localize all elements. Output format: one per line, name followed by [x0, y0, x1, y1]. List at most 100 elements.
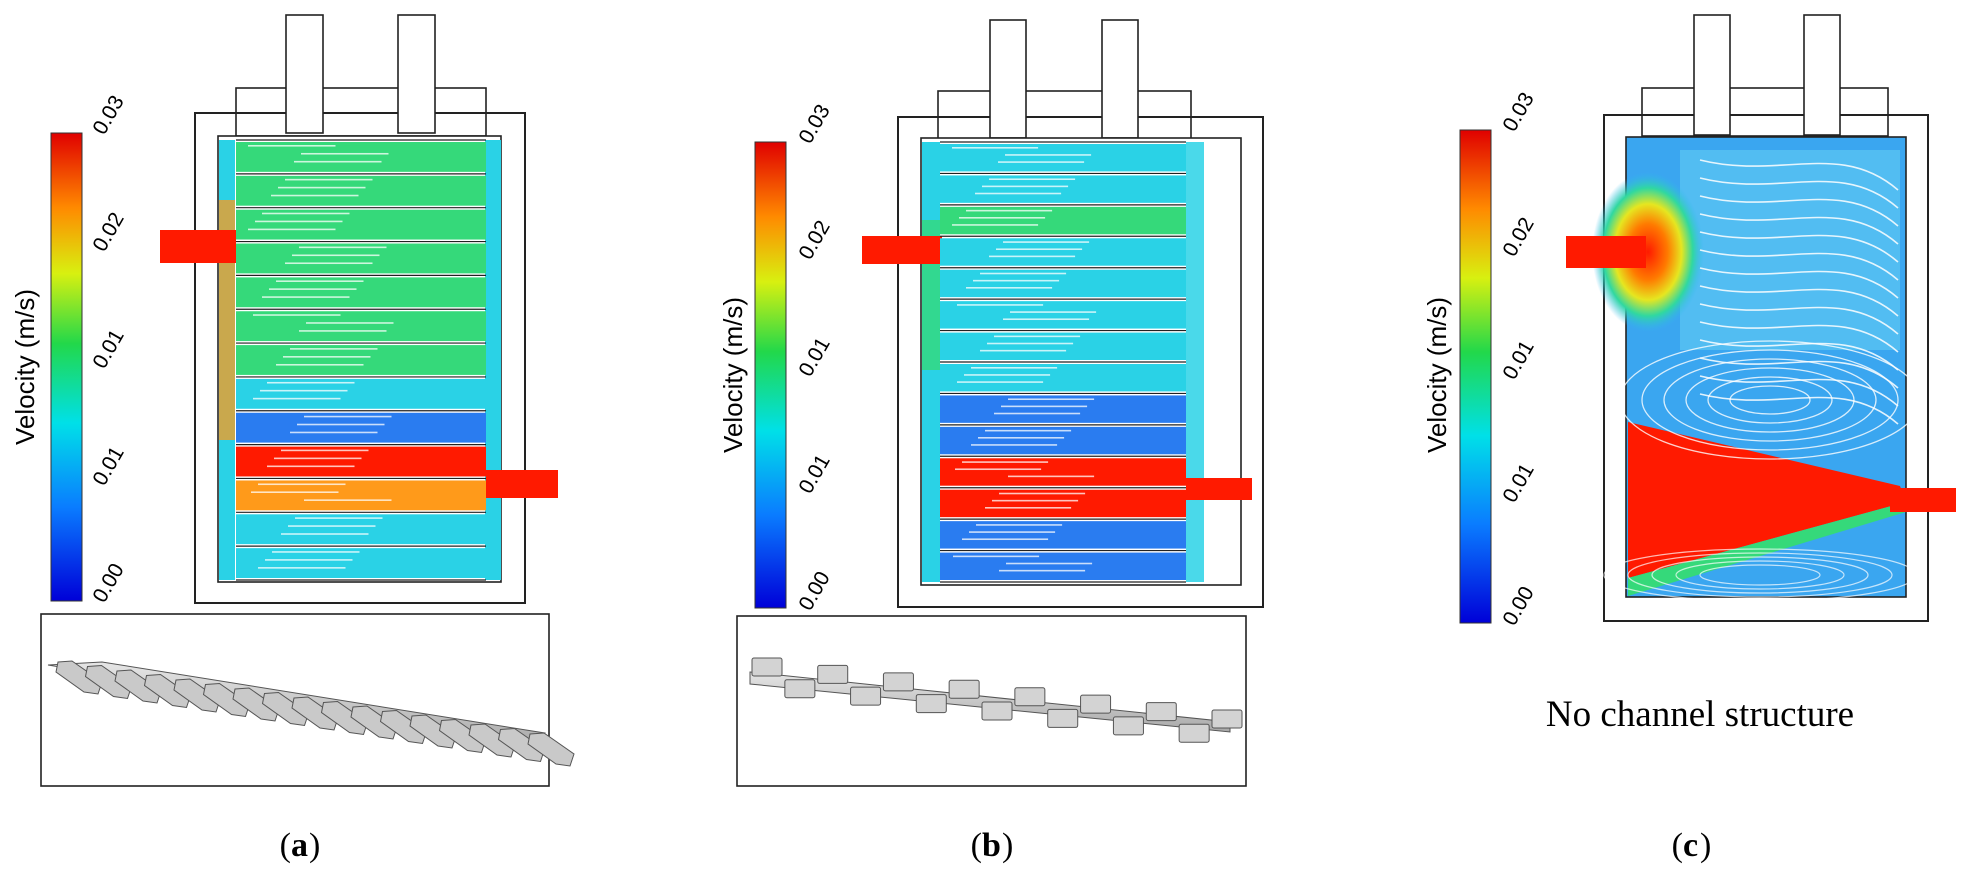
cell-c-streamline-2: [1699, 195, 1899, 227]
channel-structure-b-block-2: [817, 664, 849, 684]
cell-a: [160, 14, 558, 604]
cell-c-outer-wall: [1603, 114, 1929, 622]
cell-b-streak-12-0: [976, 524, 1063, 526]
cell-c-streamline-6: [1699, 267, 1899, 299]
cell-b-streak-8-0: [1008, 398, 1095, 401]
cell-c-streamline-10: [1699, 339, 1899, 371]
cell-b-electrode-frame: [937, 90, 1192, 140]
colorbar-b-tick-2: 0.01: [794, 334, 834, 381]
cell-a-streak-8-0: [304, 415, 392, 418]
cell-a-streak-9-1: [274, 457, 362, 460]
cell-b-inlet-jet: [862, 236, 942, 264]
cell-a-streak-12-2: [258, 567, 346, 569]
cell-c-streamline-8: [1699, 303, 1899, 335]
cell-b-streak-11-1: [992, 499, 1079, 502]
channel-structure-a-rib-11: [379, 709, 428, 745]
cell-b-streak-13-0: [953, 555, 1040, 558]
channel-structure-b-block-13: [1178, 723, 1210, 743]
colorbar-a-tick-2: 0.01: [88, 326, 128, 373]
cell-a-top-port-right: [397, 14, 436, 134]
cell-a-band-9: [236, 446, 486, 477]
cell-b-streak-10-2: [1008, 475, 1095, 478]
channel-structure-b-block-12: [1145, 702, 1177, 722]
cell-a-band-1: [236, 175, 486, 206]
cell-a-band-7: [236, 378, 486, 409]
cell-c-streamline-4: [1699, 231, 1899, 263]
cell-a-streak-3-0: [299, 246, 387, 249]
cell-a-streak-6-0: [290, 348, 378, 350]
cell-c-streamlines: [1603, 159, 1921, 602]
colorbar-b-tick-1: 0.01: [794, 451, 834, 498]
cell-b-streak-1-2: [975, 192, 1062, 195]
cell-c-vortex-ring-5: [1619, 340, 1921, 460]
cell-c-vortex-ring-2: [1685, 367, 1855, 433]
colorbar-c: 0.00 0.01 0.01 0.02 0.03 Velocity (m/s): [1422, 89, 1539, 630]
cell-b-streak-7-0: [971, 367, 1058, 369]
colorbar-b-tick-4: 0.03: [794, 101, 834, 148]
cell-c-red-plume: [1628, 422, 1906, 578]
colorbar-a-tick-3: 0.02: [88, 209, 128, 256]
cell-b-streak-13-1: [1006, 562, 1093, 565]
cell-a-right-gap-flow: [485, 140, 501, 580]
channel-structure-a-rib-3: [143, 673, 192, 709]
channel-structure-b-block-1: [784, 679, 816, 699]
panel-a-label-close: ): [309, 827, 320, 864]
cell-b-streak-5-0: [957, 304, 1044, 306]
colorbar-a-tick-1: 0.01: [88, 443, 128, 490]
channel-structure-a-rib-12: [409, 714, 457, 749]
colorbar-c-title: Velocity (m/s): [1422, 297, 1452, 453]
cell-a-streak-2-1: [255, 220, 343, 223]
cell-a-streak-8-1: [297, 423, 385, 426]
cell-a-band-3: [236, 243, 486, 274]
colorbar-a-gradient: [50, 132, 83, 602]
cell-b-streak-8-2: [994, 412, 1081, 415]
cell-b-streak-8-1: [1001, 405, 1088, 408]
cell-a-streak-9-0: [281, 449, 369, 452]
cell-a-streak-7-1: [260, 389, 348, 392]
channel-structure-b-block-11: [1112, 716, 1144, 736]
cell-b-streak-6-2: [980, 349, 1067, 352]
channel-structure-a-rib-6: [232, 687, 280, 722]
colorbar-b-tick-3: 0.02: [794, 217, 834, 264]
cell-b-streak-5-2: [1003, 318, 1090, 321]
cell-a-band-4: [236, 277, 486, 308]
cell-a-flow-bands: [236, 139, 486, 581]
channel-structure-b-block-10: [1080, 694, 1112, 714]
cell-a-outer-wall: [194, 112, 526, 604]
channel-structure-b-block-0: [751, 657, 783, 677]
cell-c-lower-eddy-2: [1651, 556, 1869, 594]
cell-c-streamline-12: [1699, 375, 1899, 407]
cell-a-streak-5-1: [306, 322, 394, 324]
cell-a-band-2: [236, 209, 486, 240]
colorbar-c-gradient: [1459, 129, 1492, 624]
cell-a-outlet-jet: [486, 470, 558, 498]
cell-c-vortex-ring-4: [1641, 349, 1899, 451]
panel-c-label: ( c ): [1672, 827, 1712, 864]
cell-a-streak-4-2: [262, 296, 350, 298]
cell-a-band-10: [236, 480, 486, 511]
channel-structure-a-rib-13: [438, 718, 487, 754]
cell-b-streak-3-2: [989, 255, 1076, 258]
colorbar-b-title: Velocity (m/s): [718, 297, 748, 453]
colorbar-a: 0.00 0.01 0.01 0.02 0.03 Velocity (m/s): [10, 92, 129, 607]
channel-structure-b-block-7: [981, 701, 1013, 721]
channel-structure-a-ribs: [55, 660, 575, 767]
cell-c-top-port-right: [1803, 14, 1841, 136]
colorbar-c-tick-4: 0.03: [1498, 89, 1538, 136]
panel-a-label: ( a ): [280, 827, 321, 864]
cell-c-streamline-3: [1699, 213, 1899, 245]
cell-c-lower-eddy-3: [1627, 552, 1893, 598]
cell-a-streak-11-2: [281, 533, 369, 535]
cell-c-streamline-0: [1699, 159, 1899, 191]
panel-c-label-open: (: [1672, 827, 1683, 864]
channel-structure-a-rib-8: [291, 696, 339, 731]
cell-c-vortex-ring-3: [1663, 358, 1877, 442]
cell-b-streak-10-0: [962, 461, 1049, 463]
cell-a-streak-6-1: [283, 356, 371, 358]
channel-structure-a-rib-5: [202, 682, 251, 718]
cell-a-top-port-left: [285, 14, 324, 134]
cell-c-outlet-jet: [1890, 488, 1956, 512]
cell-a-band-6: [236, 345, 486, 375]
cell-c-lower-eddy-0: [1699, 564, 1821, 586]
channel-structure-b: [736, 615, 1247, 787]
